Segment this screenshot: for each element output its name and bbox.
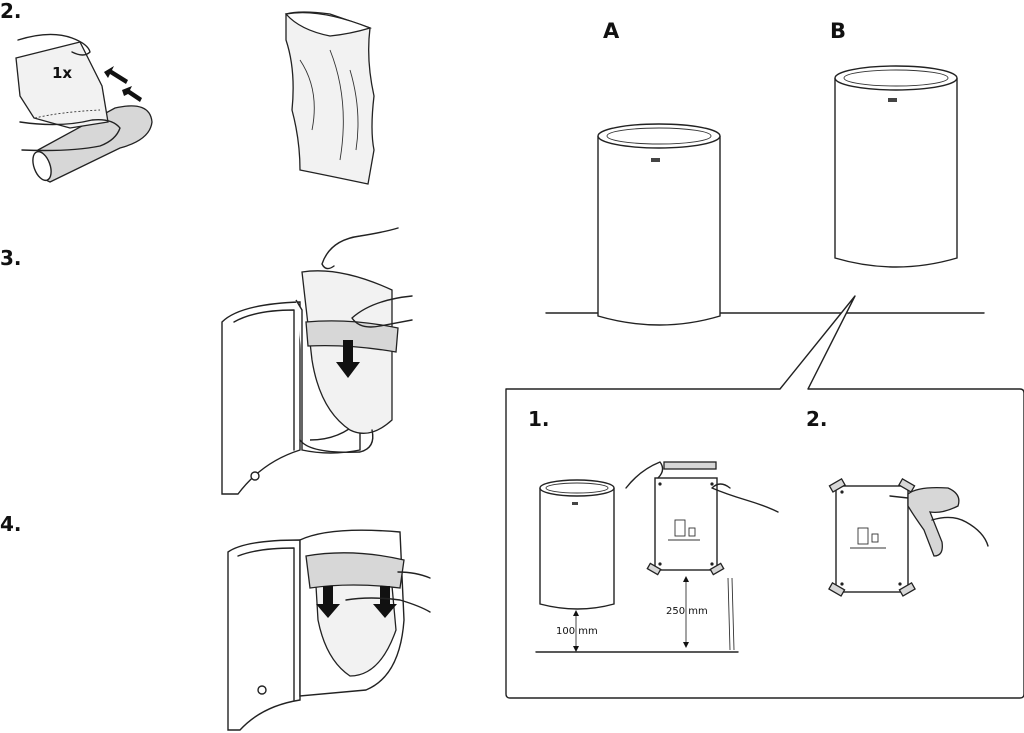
brand-logo bbox=[888, 98, 897, 102]
drill-bit bbox=[889, 495, 909, 499]
step-4-secure-bag-illustration bbox=[227, 529, 431, 731]
torn-bag-sheet bbox=[15, 41, 109, 129]
brand-logo bbox=[651, 158, 660, 162]
bottom-hand bbox=[19, 118, 121, 152]
bin-wall-mounted bbox=[834, 65, 958, 268]
quantity-label: 1x bbox=[52, 64, 72, 82]
step-2-bag-illustration bbox=[284, 11, 375, 185]
bin-door-open bbox=[227, 539, 301, 731]
step-2-number: 2. bbox=[0, 0, 22, 23]
mounting-template bbox=[654, 477, 718, 571]
step-2-tear-bag-illustration bbox=[15, 33, 153, 183]
bag-opening bbox=[284, 11, 372, 37]
hand-left bbox=[345, 597, 431, 613]
step-4-number: 4. bbox=[0, 512, 22, 536]
bin-floor-standing bbox=[597, 123, 721, 326]
step-3-insert-bag-illustration bbox=[221, 227, 413, 495]
hand-right bbox=[711, 483, 779, 513]
door-inner-edge bbox=[237, 547, 295, 701]
roll-end bbox=[32, 150, 52, 182]
down-arrow-right bbox=[373, 586, 397, 618]
bin-body bbox=[295, 299, 361, 454]
pull-arrow-2 bbox=[122, 86, 142, 102]
down-arrow bbox=[336, 340, 360, 378]
side-hand bbox=[351, 295, 413, 328]
pull-arrow-1 bbox=[104, 66, 128, 84]
detail-step-1-illustration bbox=[535, 461, 779, 653]
mount-height-dimension: 250 mm bbox=[666, 606, 708, 617]
variant-b-label: B bbox=[830, 19, 846, 43]
spirit-level bbox=[663, 461, 717, 470]
detail-step-2-illustration bbox=[828, 478, 989, 597]
bin-door-open bbox=[221, 301, 301, 495]
top-hand bbox=[17, 33, 91, 56]
hand-on-drill bbox=[931, 516, 989, 547]
power-drill bbox=[907, 486, 960, 557]
step-3-number: 3. bbox=[0, 246, 22, 270]
hand-with-level bbox=[625, 461, 664, 489]
floor-gap-dimension: 100 mm bbox=[556, 626, 598, 637]
detail-step-2-number: 2. bbox=[806, 407, 828, 431]
hand-right bbox=[397, 571, 431, 579]
bag-retaining-ring bbox=[305, 552, 405, 589]
single-bag bbox=[285, 11, 375, 185]
bag-retaining-ring bbox=[305, 320, 399, 353]
detail-step-1-number: 1. bbox=[528, 407, 550, 431]
door-inner-edge bbox=[233, 309, 295, 451]
door-hinge bbox=[250, 471, 260, 481]
variant-a-label: A bbox=[603, 19, 620, 43]
down-arrow-left bbox=[316, 586, 340, 618]
top-hand bbox=[321, 227, 399, 270]
